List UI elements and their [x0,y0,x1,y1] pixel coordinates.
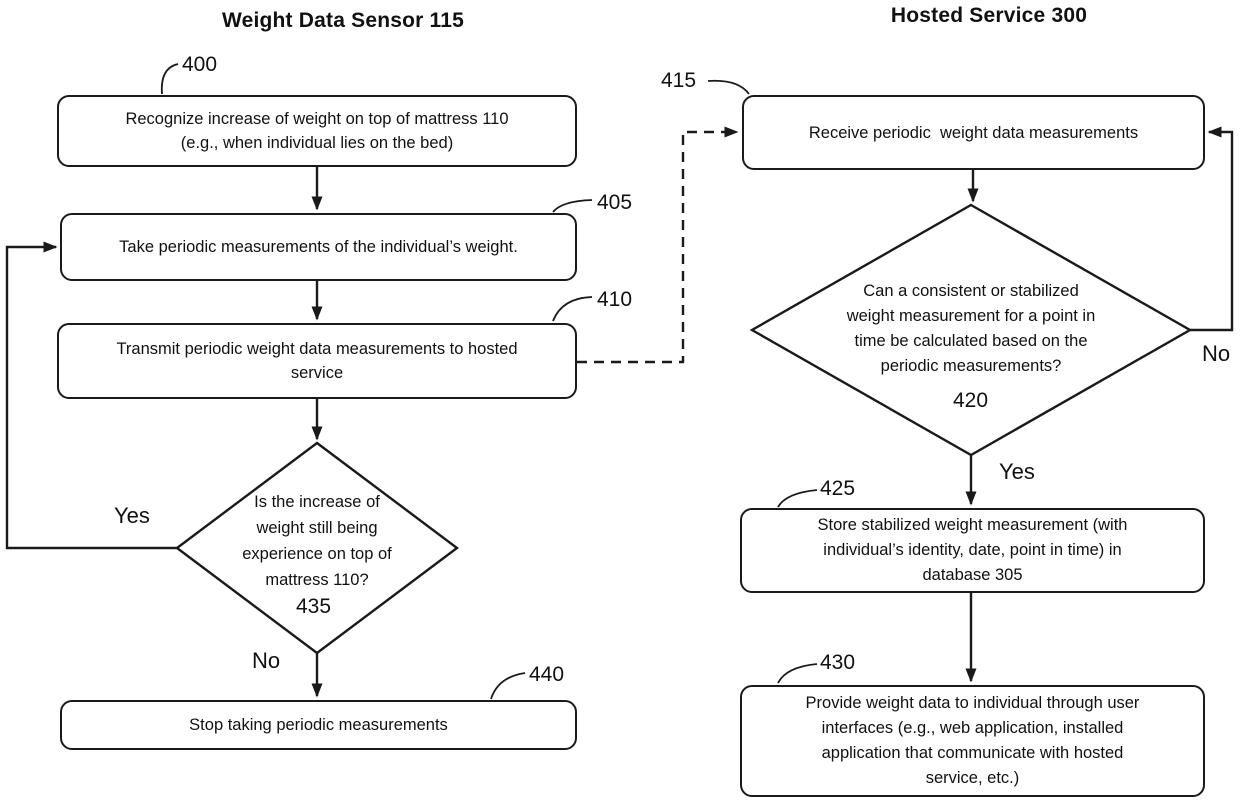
ref-label-410: 410 [597,288,633,311]
process-box-receive-415: Receive periodic weight data measurement… [742,95,1205,170]
right-column-title: Hosted Service 300 [890,4,1088,27]
yes-label-left: Yes [114,503,150,528]
decision-diamond-420 [749,203,1193,457]
ref-label-405: 405 [597,191,633,214]
process-box-recognize-400: Recognize increase of weight on top of m… [57,95,577,167]
decision-420-question-text: Can a consistent or stabilized weight me… [846,282,1096,375]
leader-line-405 [552,199,593,213]
leader-line-430 [777,663,818,684]
ref-label-425: 425 [820,477,856,500]
process-box-take-text: Take periodic measurements of the indivi… [119,238,518,256]
left-column-title: Weight Data Sensor 115 [221,9,465,32]
ref-label-430: 430 [820,651,856,674]
process-box-provide-430: Provide weight data to individual throug… [740,685,1205,797]
process-box-store-text: Store stabilized weight measurement (wit… [817,516,1128,584]
leader-line-410 [552,296,593,322]
no-loop-arrow [1190,126,1234,332]
process-box-store-425: Store stabilized weight measurement (wit… [740,508,1205,593]
leader-line-425 [777,489,818,508]
dashed-transmit-arrow [577,126,739,364]
process-box-recognize-text: Recognize increase of weight on top of m… [125,110,509,152]
process-box-receive-text: Receive periodic weight data measurement… [808,123,1139,142]
process-box-stop-440: Stop taking periodic measurements [60,700,577,750]
leader-line-400 [160,63,179,95]
process-box-transmit-text: Transmit periodic weight data measuremen… [116,340,518,382]
yes-loop-arrow [5,241,177,550]
process-box-stop-text: Stop taking periodic measurements [189,716,448,734]
process-box-provide-text: Provide weight data to individual throug… [805,694,1140,787]
leader-line-440 [490,672,526,700]
no-label-right: No [1202,341,1231,366]
ref-label-440: 440 [529,663,565,686]
yes-label-right: Yes [999,459,1035,484]
ref-label-415: 415 [661,69,697,92]
decision-diamond-435 [175,441,459,655]
leader-line-415 [707,79,750,95]
decision-diamonds [175,203,1193,655]
process-box-transmit-410: Transmit periodic weight data measuremen… [57,323,577,399]
ref-label-400: 400 [182,53,218,76]
flow-arrows [5,126,1234,698]
ref-label-435: 435 [296,595,332,618]
decision-435-question-text: Is the increase of weight still being ex… [242,493,392,589]
ref-leader-lines [160,63,818,700]
no-label-left: No [252,648,281,673]
ref-label-420: 420 [953,389,989,412]
process-box-take-405: Take periodic measurements of the indivi… [60,213,577,281]
